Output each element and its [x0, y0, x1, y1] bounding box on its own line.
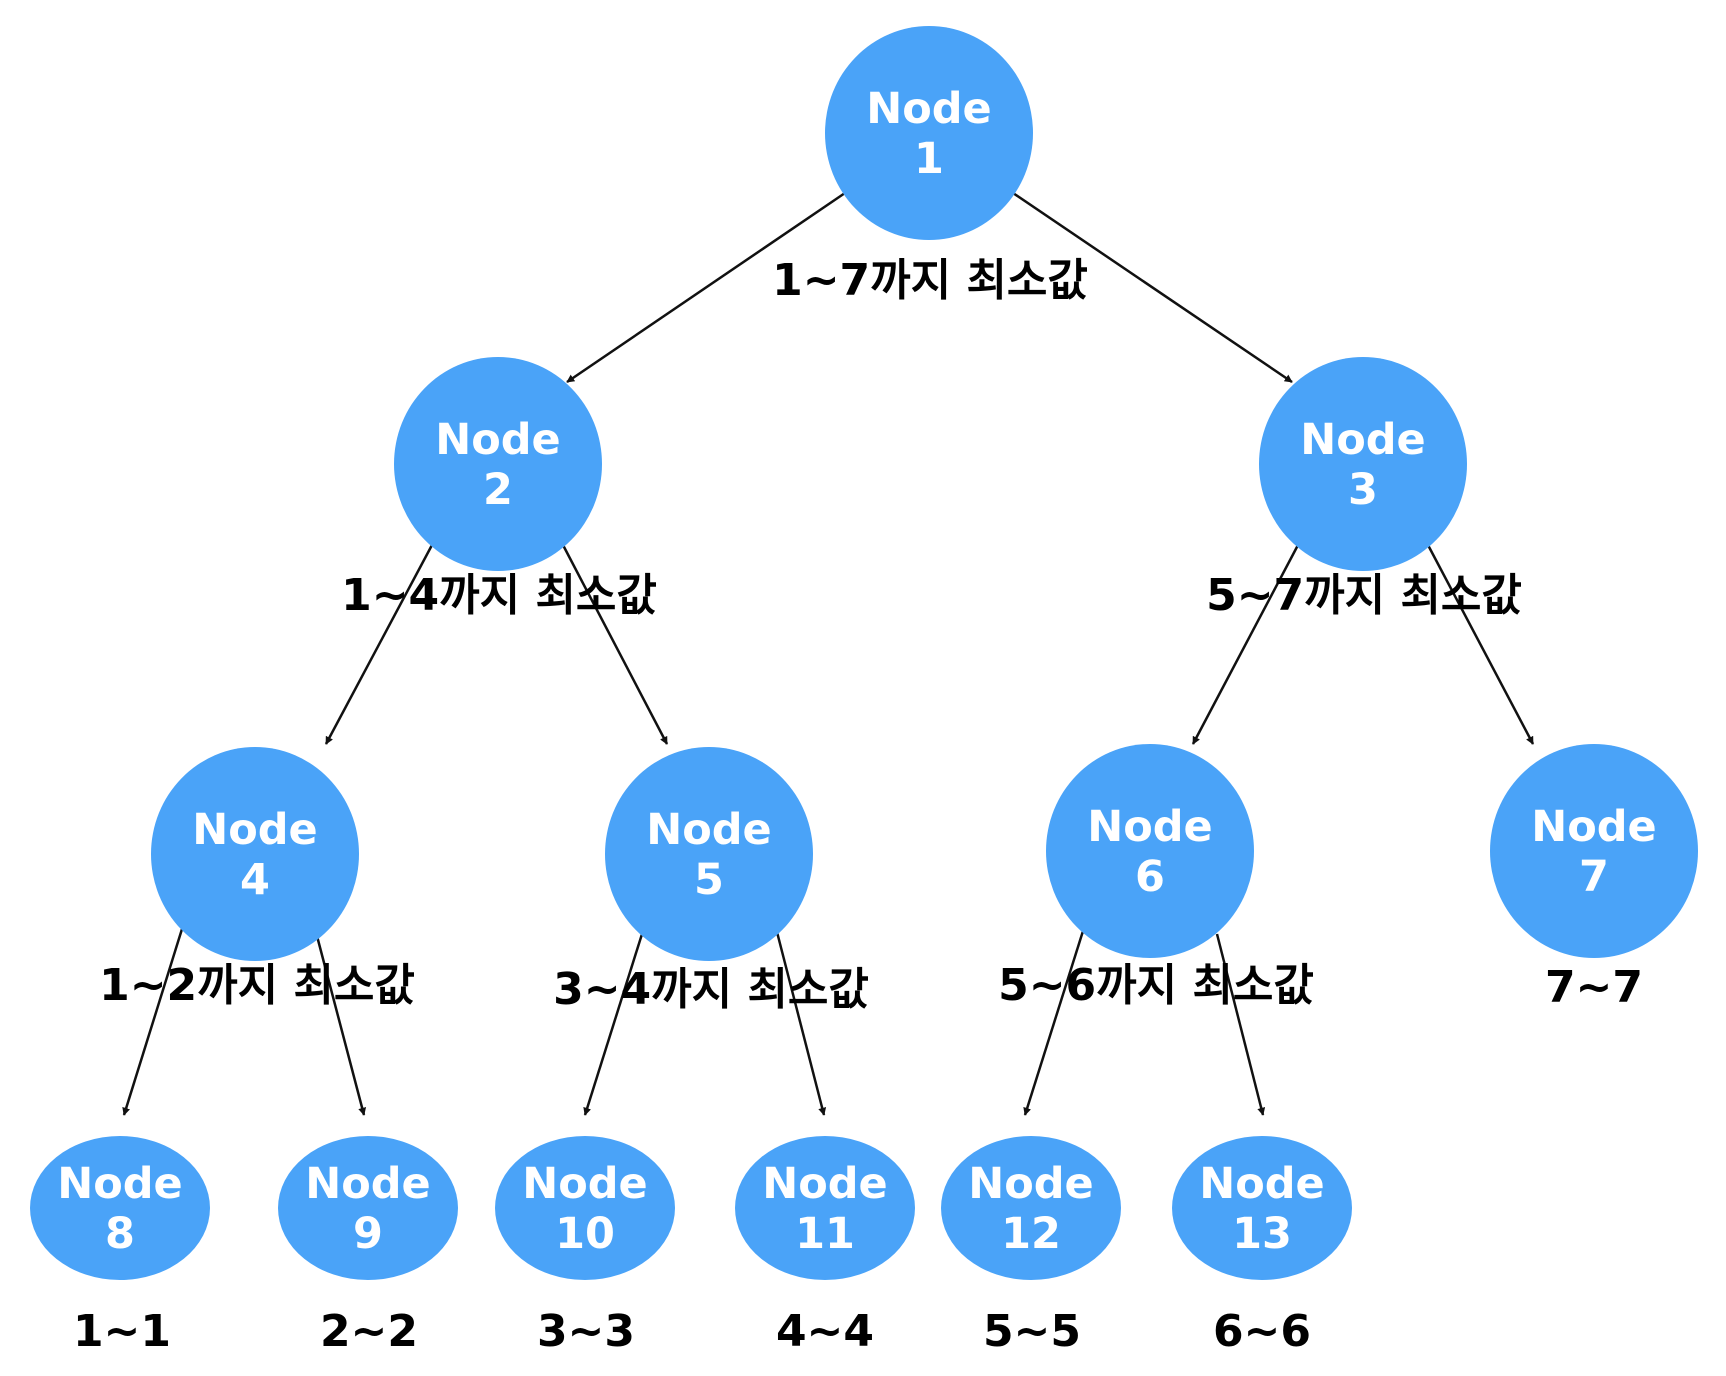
edge-node-5-to-node-11	[775, 931, 827, 1116]
node-word: Node	[866, 84, 991, 134]
node-word: Node	[192, 805, 317, 855]
edges	[122, 191, 1535, 1116]
node-circle	[30, 1136, 210, 1280]
node-number: 5	[694, 855, 724, 905]
node-number: 7	[1579, 852, 1609, 902]
node-number: 9	[353, 1209, 383, 1259]
edge-node-3-to-node-7	[1426, 544, 1535, 745]
node-word: Node	[1087, 802, 1212, 852]
edge-node-3-to-node-6	[1191, 544, 1300, 745]
node-word: Node	[305, 1159, 430, 1209]
node-circle	[151, 747, 359, 961]
range-label-node-6: 5~6까지 최소값	[998, 960, 1314, 1011]
node-circle	[825, 26, 1033, 240]
range-label-node-2: 1~4까지 최소값	[341, 570, 657, 621]
range-label-node-5: 3~4까지 최소값	[553, 964, 869, 1015]
node-number: 8	[105, 1209, 135, 1259]
node-circle	[1172, 1136, 1352, 1280]
edge-node-4-to-node-9	[315, 935, 367, 1116]
node-word: Node	[762, 1159, 887, 1209]
node-number: 3	[1348, 465, 1378, 515]
edge-node-2-to-node-5	[561, 544, 669, 745]
range-label-node-8: 1~1	[73, 1306, 171, 1357]
node-circle	[394, 357, 602, 571]
node-number: 6	[1135, 852, 1165, 902]
range-label-node-1: 1~7까지 최소값	[772, 255, 1088, 306]
range-labels: 1~7까지 최소값 1~4까지 최소값 5~7까지 최소값 1~2까지 최소값 3~4까…	[73, 255, 1643, 1357]
range-label-node-13: 6~6	[1213, 1306, 1311, 1357]
node-circle	[1490, 744, 1698, 958]
node-word: Node	[968, 1159, 1093, 1209]
nodes: Node1Node2Node3Node4Node5Node6Node7Node8…	[30, 26, 1698, 1280]
node-word: Node	[435, 415, 560, 465]
node-circle	[735, 1136, 915, 1280]
node-number: 11	[795, 1209, 855, 1259]
node-number: 13	[1232, 1209, 1292, 1259]
node-circle	[495, 1136, 675, 1280]
range-label-node-7: 7~7	[1545, 962, 1643, 1013]
node-circle	[605, 747, 813, 961]
range-label-node-9: 2~2	[320, 1306, 418, 1357]
node-word: Node	[1199, 1159, 1324, 1209]
range-label-node-4: 1~2까지 최소값	[99, 960, 415, 1011]
range-label-node-10: 3~3	[537, 1306, 635, 1357]
node-word: Node	[1300, 415, 1425, 465]
node-circle	[278, 1136, 458, 1280]
range-label-node-12: 5~5	[983, 1306, 1081, 1357]
edge-node-2-to-node-4	[324, 544, 434, 745]
node-word: Node	[57, 1159, 182, 1209]
node-word: Node	[646, 805, 771, 855]
edge-node-1-to-node-2	[566, 191, 846, 384]
edge-node-6-to-node-12	[1023, 930, 1085, 1116]
node-number: 4	[240, 855, 270, 905]
edge-node-5-to-node-10	[583, 933, 644, 1116]
node-circle	[1046, 744, 1254, 958]
node-number: 12	[1001, 1209, 1061, 1259]
edge-node-1-to-node-3	[1012, 191, 1293, 384]
range-label-node-3: 5~7까지 최소값	[1206, 570, 1522, 621]
range-label-node-11: 4~4	[776, 1306, 874, 1357]
node-circle	[941, 1136, 1121, 1280]
node-number: 2	[483, 465, 513, 515]
node-number: 10	[555, 1209, 615, 1259]
node-word: Node	[522, 1159, 647, 1209]
node-word: Node	[1531, 802, 1656, 852]
node-circle	[1259, 357, 1467, 571]
edge-node-6-to-node-13	[1215, 933, 1266, 1116]
node-number: 1	[914, 134, 944, 184]
edge-node-4-to-node-8	[122, 928, 184, 1116]
